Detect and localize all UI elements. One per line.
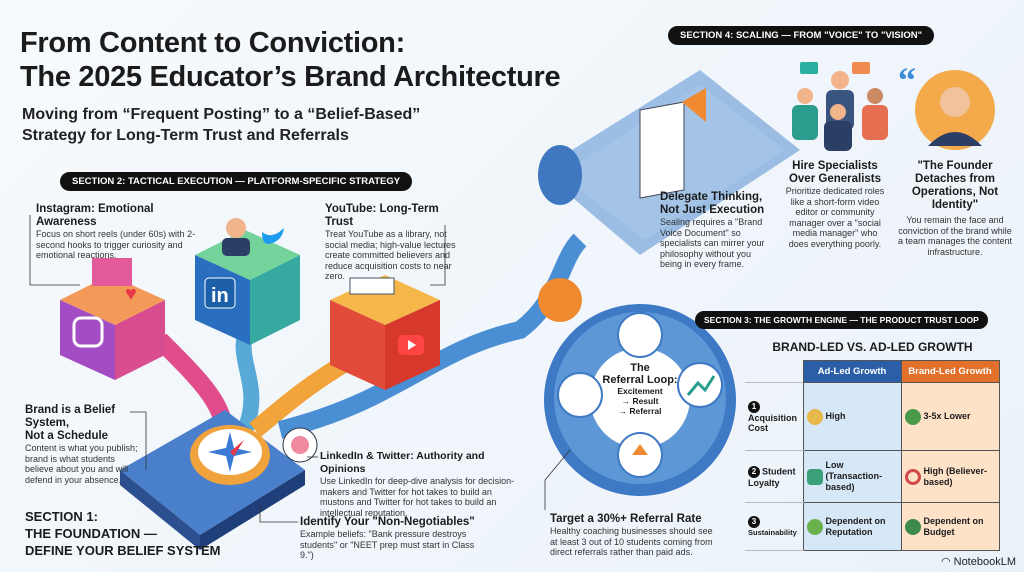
instagram-text: Focus on short reels (under 60s) with 2-… bbox=[36, 229, 196, 260]
shield-heart-icon bbox=[806, 468, 823, 485]
comparison-title: BRAND-LED VS. AD-LED GROWTH bbox=[772, 340, 973, 354]
notebooklm-logo-icon: ◠ bbox=[940, 556, 954, 568]
hire-heading-1: Hire Specialists bbox=[792, 160, 878, 172]
loop-step-1: Excitement bbox=[617, 386, 663, 396]
row-label: Acquisition Cost bbox=[748, 412, 797, 433]
founder-text: You remain the face and conviction of th… bbox=[897, 215, 1013, 257]
belief-heading-2: Not a Schedule bbox=[25, 430, 109, 442]
ad-value: High bbox=[825, 411, 846, 421]
ad-value: Low (Transaction-based) bbox=[825, 460, 883, 492]
section-1-line-1: SECTION 1: bbox=[25, 509, 98, 524]
row-label: Sustainability bbox=[748, 528, 797, 537]
delegate-text: Sealing requires a "Brand Voice Document… bbox=[660, 217, 765, 269]
founder-heading: "The Founder Detaches from Operations, N… bbox=[911, 160, 999, 211]
non-negotiables-text: Example beliefs: "Bank pressure destroys… bbox=[300, 529, 475, 560]
linkedin-twitter-callout: LinkedIn & Twitter: Authority and Opinio… bbox=[320, 450, 520, 518]
plant-hand-icon bbox=[806, 518, 823, 535]
founder-callout: "The Founder Detaches from Operations, N… bbox=[895, 160, 1015, 257]
instagram-callout: Instagram: Emotional Awareness Focus on … bbox=[36, 203, 206, 261]
target-heading: Target a 30%+ Referral Rate bbox=[550, 513, 702, 525]
linkedin-logo-icon: in bbox=[211, 285, 229, 307]
linkedin-cube: in bbox=[195, 218, 300, 345]
section-3-label: SECTION 3: THE GROWTH ENGINE — THE PRODU… bbox=[695, 311, 988, 329]
section-1-line-2: THE FOUNDATION — bbox=[25, 526, 157, 541]
section-4-label: SECTION 4: SCALING — FROM "VOICE" TO "VI… bbox=[668, 26, 935, 45]
delegate-heading-1: Delegate Thinking, bbox=[660, 191, 763, 203]
founder-avatar: “ bbox=[898, 60, 995, 150]
section-1-label: SECTION 1: THE FOUNDATION — DEFINE YOUR … bbox=[25, 508, 221, 559]
belief-text: Content is what you publish; brand is wh… bbox=[25, 443, 138, 485]
title-line-2: The 2025 Educator’s Brand Architecture bbox=[20, 61, 561, 93]
brand-value: 3-5x Lower bbox=[923, 411, 971, 421]
presenter-icon bbox=[226, 218, 246, 238]
linkedin-text: Use LinkedIn for deep-dive analysis for … bbox=[320, 476, 515, 518]
row-number: 1 bbox=[748, 400, 760, 413]
linkedin-heading: LinkedIn & Twitter: Authority and Opinio… bbox=[320, 450, 485, 475]
instagram-heading: Instagram: Emotional Awareness bbox=[36, 203, 154, 228]
loop-title-1: The bbox=[630, 362, 650, 374]
non-negotiables-heading: Identify Your "Non-Negotiables" bbox=[300, 516, 475, 528]
open-book-icon bbox=[349, 277, 395, 295]
column-header-ad-led: Ad-Led Growth bbox=[802, 360, 902, 383]
youtube-road bbox=[249, 352, 355, 438]
loop-title-2: Referral Loop: bbox=[602, 374, 678, 386]
section-1-line-3: DEFINE YOUR BELIEF SYSTEM bbox=[25, 543, 221, 558]
loop-step-2: → Result bbox=[621, 396, 659, 406]
non-negotiables-callout: Identify Your "Non-Negotiables" Example … bbox=[300, 516, 480, 561]
youtube-cube bbox=[330, 275, 440, 390]
page-title: From Content to Conviction:The 2025 Educ… bbox=[20, 26, 561, 94]
twitter-bird-icon bbox=[262, 228, 284, 244]
target-text: Healthy coaching businesses should see a… bbox=[550, 526, 713, 557]
delegate-heading-2: Not Just Execution bbox=[660, 204, 765, 216]
table-row: 3Sustainability Dependent on Reputation … bbox=[745, 502, 1000, 551]
loop-step-3: → Referral bbox=[618, 406, 662, 416]
gear-icon bbox=[538, 278, 582, 322]
coins-icon bbox=[806, 408, 823, 425]
battery-icon bbox=[557, 372, 603, 418]
hire-text: Prioritize dedicated roles like a short-… bbox=[785, 186, 885, 249]
money-bag-question-icon bbox=[904, 518, 921, 535]
table-row: 1Acquisition Cost High 3-5x Lower bbox=[745, 382, 1000, 451]
delegate-callout: Delegate Thinking,Not Just Execution Sea… bbox=[660, 191, 775, 270]
ad-value: Dependent on Reputation bbox=[825, 515, 886, 537]
brain-icon bbox=[282, 427, 318, 463]
belief-heading-1: Brand is a Belief System, bbox=[25, 404, 116, 429]
money-bag-icon bbox=[904, 408, 921, 425]
heart-icon: ♥ bbox=[125, 283, 137, 305]
notebooklm-watermark: ◠ NotebookLM bbox=[941, 555, 1016, 568]
brand-value: High (Believer-based) bbox=[923, 465, 988, 487]
comparison-table: Ad-Led Growth Brand-Led Growth 1Acquisit… bbox=[745, 360, 1000, 551]
subtitle: Moving from “Frequent Posting” to a “Bel… bbox=[22, 104, 420, 146]
youtube-heading: YouTube: Long-Term Trust bbox=[325, 203, 439, 228]
row-number: 3 bbox=[748, 516, 760, 528]
row-label: Student Loyalty bbox=[748, 465, 796, 488]
hire-heading-2: Over Generalists bbox=[788, 173, 882, 185]
subtitle-line-1: Moving from “Frequent Posting” to a “Bel… bbox=[22, 106, 421, 123]
video-clapper-icon bbox=[92, 258, 132, 286]
youtube-callout: YouTube: Long-Term Trust Treat YouTube a… bbox=[325, 203, 465, 282]
engine-icon bbox=[617, 312, 663, 358]
footer-brand: NotebookLM bbox=[953, 556, 1016, 568]
team-people-icon bbox=[792, 62, 888, 151]
instagram-logo-icon bbox=[72, 316, 104, 348]
instagram-cube: ♥ bbox=[60, 258, 165, 380]
chain-link-icon bbox=[904, 468, 921, 485]
subtitle-line-2: Strategy for Long-Term Trust and Referra… bbox=[22, 127, 349, 144]
compass-icon bbox=[190, 425, 270, 485]
youtube-text: Treat YouTube as a library, not social m… bbox=[325, 229, 456, 281]
section-2-label: SECTION 2: TACTICAL EXECUTION — PLATFORM… bbox=[60, 172, 413, 191]
target-referral-callout: Target a 30%+ Referral Rate Healthy coac… bbox=[550, 513, 720, 558]
title-line-1: From Content to Conviction: bbox=[20, 27, 405, 59]
main-road bbox=[277, 233, 587, 439]
row-number: 2 bbox=[748, 465, 760, 478]
brand-value: Dependent on Budget bbox=[923, 515, 984, 537]
quote-icon: “ bbox=[898, 60, 916, 100]
document-megaphone-icon bbox=[639, 88, 706, 199]
column-header-brand-led: Brand-Led Growth bbox=[900, 360, 1000, 383]
belief-system-callout: Brand is a Belief System,Not a Schedule … bbox=[25, 404, 140, 485]
